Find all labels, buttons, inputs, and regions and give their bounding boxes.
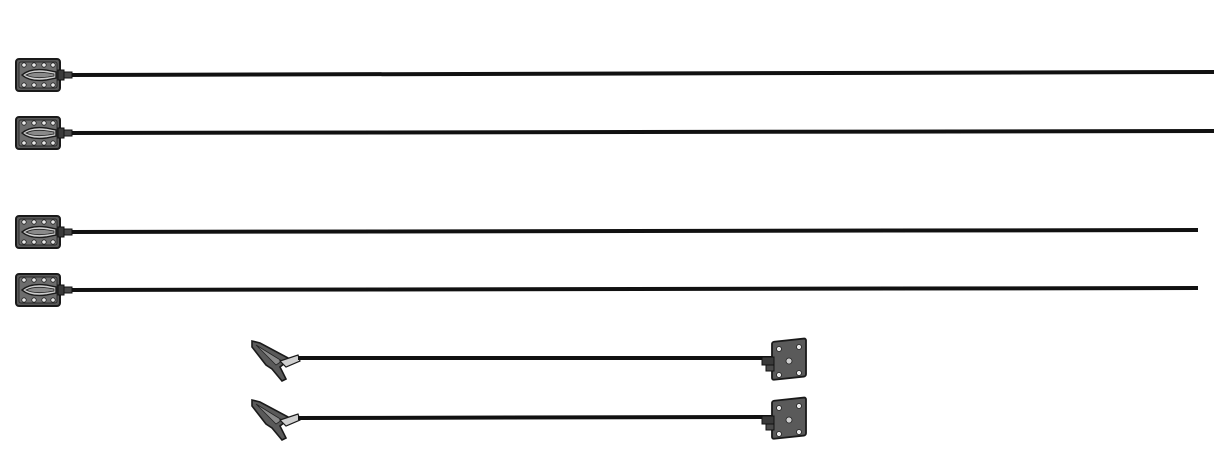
latch-rod-assembly-2 bbox=[15, 116, 1215, 150]
bracket-rod-assembly-1 bbox=[251, 337, 807, 382]
rod-4 bbox=[71, 286, 1199, 292]
angled-bracket-icon bbox=[251, 340, 301, 382]
rod-2 bbox=[71, 129, 1215, 135]
latch-rod-assembly-1 bbox=[15, 58, 1215, 92]
angled-bracket-icon bbox=[251, 399, 301, 441]
latch-plate-icon bbox=[15, 273, 73, 307]
rod-3 bbox=[71, 228, 1199, 234]
latch-rod-assembly-4 bbox=[15, 273, 1199, 307]
square-mount-plate-icon bbox=[761, 337, 807, 381]
latch-rod-assembly-3 bbox=[15, 215, 1199, 249]
latch-plate-icon bbox=[15, 215, 73, 249]
rod-1 bbox=[71, 70, 1215, 77]
square-mount-plate-icon bbox=[761, 396, 807, 440]
bracket-rod-assembly-2 bbox=[251, 396, 807, 441]
latch-plate-icon bbox=[15, 58, 73, 92]
latch-plate-icon bbox=[15, 116, 73, 150]
rod-6 bbox=[297, 415, 773, 420]
